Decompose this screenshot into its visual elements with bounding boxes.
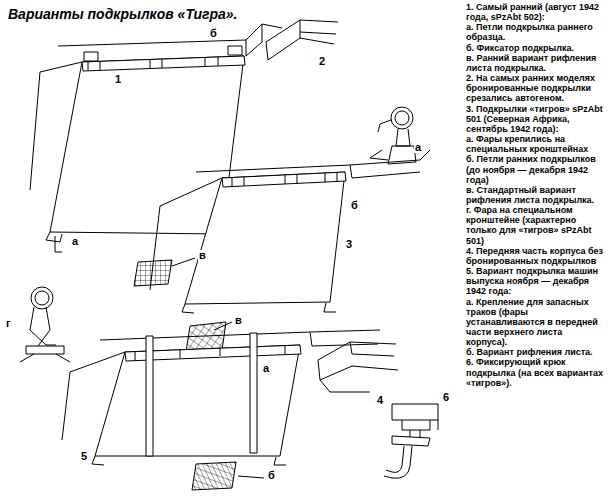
headlight-bracket <box>20 287 70 362</box>
hull-front-no-fender <box>318 342 398 392</box>
fender-501 <box>150 107 430 352</box>
callout-letter: в <box>234 315 243 326</box>
callout-letter: б <box>267 470 276 481</box>
callout-letter: а <box>414 142 422 153</box>
callout-letter: г <box>5 318 12 329</box>
note-text: б. Петли ранних подкрылков (до ноября — … <box>466 154 605 184</box>
note-text: б. Вариант рифления листа. <box>466 347 605 357</box>
callout-letter: б <box>209 28 218 39</box>
hull-corner-cut <box>266 20 338 60</box>
note-text: б. Фиксатор подкрылка. <box>466 43 605 53</box>
callout-letter: в <box>198 250 207 261</box>
note-text: 3. Подкрылки «тигров» sPzAbt 501 (Северн… <box>466 104 605 134</box>
note-text: 4. Передняя часть корпуса без бронирован… <box>466 246 605 266</box>
callout-number: 2 <box>318 56 326 67</box>
callout-number: 4 <box>376 395 384 406</box>
note-text: а. Крепление для запасных траков (фары у… <box>466 297 605 348</box>
callout-number: 3 <box>345 239 353 250</box>
note-text: а. Фары крепились на специальных кронште… <box>466 134 605 154</box>
note-text: 6. Фиксирующий крюк подкрылка (на всех в… <box>466 357 605 387</box>
callout-letter: а <box>71 236 79 247</box>
legend-notes: 1. Самый ранний (август 1942 года, sPzAb… <box>466 2 605 388</box>
callout-letter: а <box>262 363 270 374</box>
note-text: а. Петли подкрылка раннего образца. <box>466 22 605 42</box>
note-text: в. Ранний вариант рифления листа подкрыл… <box>466 53 605 73</box>
callout-number: 1 <box>114 74 122 85</box>
callout-number: 6 <box>442 392 450 403</box>
note-text: 1. Самый ранний (август 1942 года, sPzAb… <box>466 2 605 22</box>
fender-hook-inset <box>384 404 438 478</box>
note-text: г. Фара на специальном кронштейне (харак… <box>466 205 605 246</box>
fender-late <box>62 330 380 490</box>
note-text: в. Стандартный вариант рифления листа по… <box>466 185 605 205</box>
figure-title: Варианты подкрылков «Тигра». <box>8 6 237 22</box>
callout-number: 5 <box>80 451 88 462</box>
callout-letter: б <box>350 200 359 211</box>
note-text: 2. На самых ранних моделях бронированные… <box>466 73 605 103</box>
note-text: 5. Вариант подкрылка машин выпуска ноябр… <box>466 266 605 296</box>
